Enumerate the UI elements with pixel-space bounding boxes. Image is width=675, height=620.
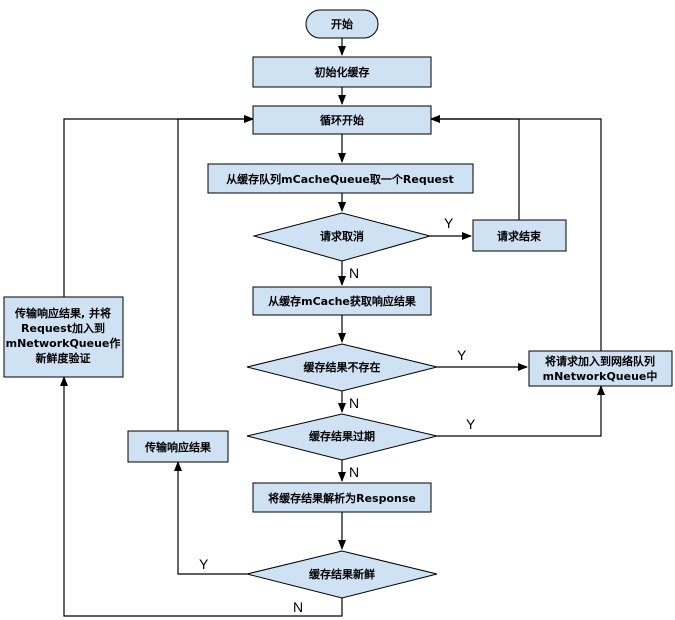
edge-fresh-deliver [174, 461, 247, 575]
node-parse-response-label: 将缓存结果解析为Response [268, 491, 416, 505]
edge-labels: Y N Y N Y N Y N [199, 215, 476, 615]
node-start: 开始 [305, 9, 379, 39]
node-add-to-network: 将请求加入到网络队列 mNetworkQueue中 [528, 350, 673, 387]
node-cache-fresh: 缓存结果新鲜 [246, 550, 438, 599]
node-init-cache-label: 初始化缓存 [315, 65, 370, 79]
label-expired-yes: Y [466, 416, 476, 432]
node-take-request: 从缓存队列mCacheQueue取一个Request [207, 163, 474, 194]
label-fresh-yes: Y [199, 556, 209, 572]
edge-refresh-loop [63, 115, 254, 297]
node-add-to-network-line2: mNetworkQueue中 [543, 369, 658, 383]
node-get-from-cache: 从缓存mCache获取响应结果 [252, 286, 432, 316]
node-init-cache: 初始化缓存 [252, 56, 432, 88]
node-take-request-label: 从缓存队列mCacheQueue取一个Request [226, 172, 454, 186]
node-cache-expired-label: 缓存结果过期 [309, 429, 375, 443]
label-expired-no: N [349, 464, 359, 480]
edge-fresh-refresh [60, 376, 343, 617]
node-cache-expired: 缓存结果过期 [246, 413, 438, 461]
node-deliver-response-label: 传输响应结果 [144, 440, 211, 454]
node-request-end: 请求结束 [472, 219, 567, 252]
node-loop-start-label: 循环开始 [320, 113, 364, 127]
node-deliver-and-refresh-line2: Request加入到 [21, 321, 105, 335]
label-missing-yes: Y [457, 347, 467, 363]
node-cache-fresh-label: 缓存结果新鲜 [309, 567, 375, 581]
node-deliver-and-refresh: 传输响应结果, 并将 Request加入到 mNetworkQueue作 新鲜度… [3, 296, 124, 378]
node-request-cancelled: 请求取消 [252, 212, 432, 262]
edges [60, 38, 605, 617]
node-deliver-and-refresh-line1: 传输响应结果, 并将 [14, 306, 111, 320]
edge-expired-network [437, 385, 605, 437]
edge-network-loop [430, 115, 602, 351]
node-cache-missing-label: 缓存结果不存在 [304, 360, 381, 374]
label-cancelled-no: N [349, 265, 359, 281]
node-loop-start: 循环开始 [252, 105, 432, 135]
node-cache-missing: 缓存结果不存在 [246, 343, 438, 392]
node-deliver-and-refresh-line4: 新鲜度验证 [36, 351, 91, 365]
node-add-to-network-line1: 将请求加入到网络队列 [545, 354, 655, 368]
node-deliver-and-refresh-line3: mNetworkQueue作 [6, 336, 121, 350]
node-request-end-label: 请求结束 [497, 229, 542, 243]
node-request-cancelled-label: 请求取消 [320, 229, 364, 243]
node-deliver-response: 传输响应结果 [127, 430, 229, 463]
label-fresh-no: N [293, 599, 303, 615]
node-start-label: 开始 [331, 17, 353, 31]
node-parse-response: 将缓存结果解析为Response [252, 482, 432, 513]
label-cancelled-yes: Y [444, 215, 454, 231]
label-missing-no: N [349, 395, 359, 411]
node-get-from-cache-label: 从缓存mCache获取响应结果 [268, 294, 416, 308]
